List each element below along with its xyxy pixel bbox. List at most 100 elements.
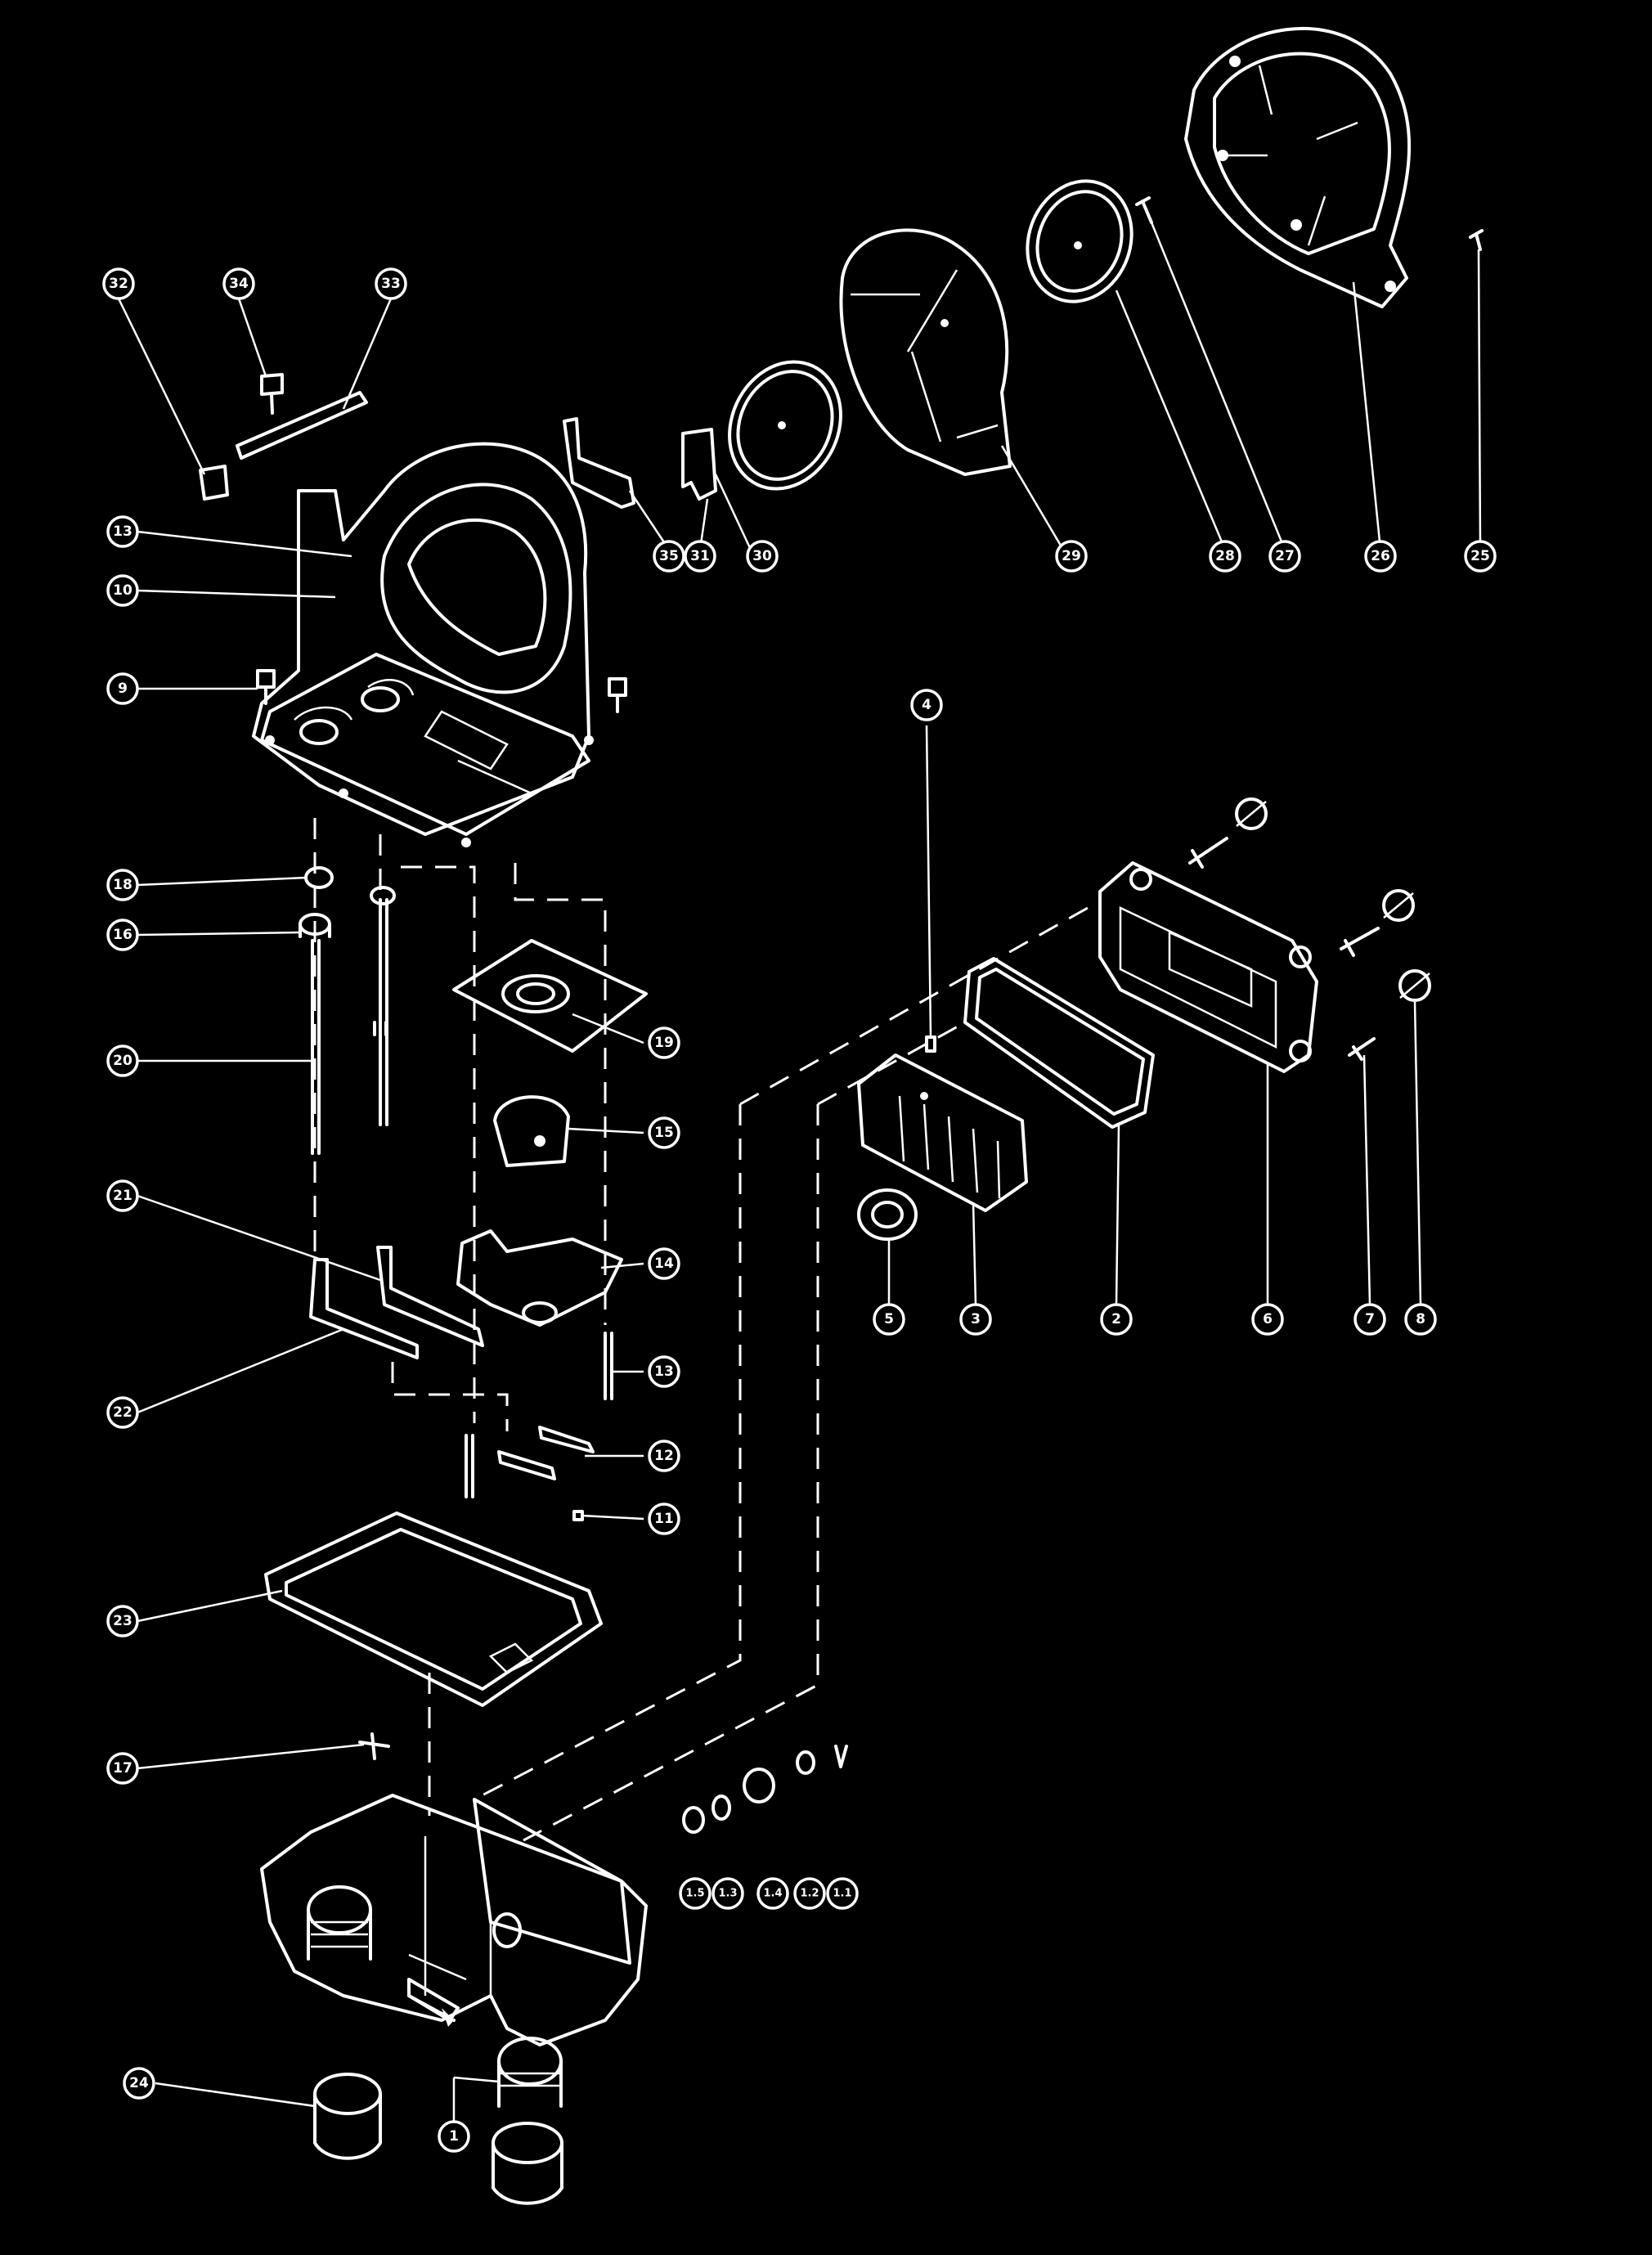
callout-label: 6 xyxy=(1263,1311,1273,1327)
part-coil-3 xyxy=(857,1053,1028,1212)
part-screw-housing xyxy=(373,1021,388,1036)
callout-11: 11 xyxy=(648,1503,680,1535)
callout-label: 12 xyxy=(654,1448,674,1464)
flow-arrow-icon xyxy=(407,1994,456,2027)
part-shaft-20 xyxy=(311,886,396,1155)
callout-1-3: 1.3 xyxy=(712,1877,744,1910)
callout-24: 24 xyxy=(123,2067,155,2100)
callout-label: 1.3 xyxy=(718,1888,737,1900)
callout-10: 10 xyxy=(106,574,139,607)
callout-7: 7 xyxy=(1353,1303,1386,1336)
callout-1-1: 1.1 xyxy=(826,1877,859,1910)
callout-label: 32 xyxy=(109,276,128,292)
callout-label: 21 xyxy=(113,1188,132,1204)
callout-16: 16 xyxy=(106,919,139,951)
part-link-pair xyxy=(497,1426,595,1480)
part-lever-22 xyxy=(309,1258,419,1359)
callout-label: 20 xyxy=(113,1053,132,1069)
callout-5: 5 xyxy=(873,1303,905,1336)
callout-label: 17 xyxy=(113,1760,132,1777)
callout-27: 27 xyxy=(1268,540,1301,573)
callout-9: 9 xyxy=(106,672,139,705)
callout-14: 14 xyxy=(648,1247,680,1280)
callout-26: 26 xyxy=(1364,540,1397,573)
part-screw-long xyxy=(465,1434,474,1498)
callout-2: 2 xyxy=(1100,1303,1133,1336)
part-body-12 xyxy=(493,1095,570,1167)
callout-label: 8 xyxy=(1416,1311,1425,1327)
callout-label: 13 xyxy=(113,523,132,540)
callout-4: 4 xyxy=(910,689,943,721)
callout-12: 12 xyxy=(648,1440,680,1472)
callout-label: 22 xyxy=(113,1404,132,1421)
callout-label: 23 xyxy=(113,1613,132,1629)
callout-label: 10 xyxy=(113,582,132,599)
part-small-1x xyxy=(682,1745,848,1834)
callout-label: 30 xyxy=(752,548,772,564)
callout-label: 28 xyxy=(1215,548,1235,564)
part-plate-19 xyxy=(452,939,648,1053)
callout-34: 34 xyxy=(222,267,255,300)
part-lever-35 xyxy=(563,417,635,509)
part-port-right xyxy=(497,2037,563,2108)
part-gasket-23 xyxy=(264,1512,603,1707)
part-screw-13 xyxy=(604,1332,613,1400)
callout-label: 15 xyxy=(654,1125,674,1141)
part-upper-housing xyxy=(252,442,594,847)
callout-label: 33 xyxy=(381,276,401,292)
assembly-lines xyxy=(313,818,1089,1842)
callout-13: 13 xyxy=(106,515,139,548)
callout-23: 23 xyxy=(106,1605,139,1637)
callout-label: 1.1 xyxy=(833,1888,851,1900)
callout-label: 1.4 xyxy=(763,1888,782,1900)
callout-label: 13 xyxy=(654,1363,674,1380)
callout-25: 25 xyxy=(1464,540,1497,573)
callout-1-5: 1.5 xyxy=(679,1877,712,1910)
callout-label: 18 xyxy=(113,877,132,893)
callout-3: 3 xyxy=(959,1303,992,1336)
callout-label: 27 xyxy=(1275,548,1295,564)
callout-1-2: 1.2 xyxy=(793,1877,826,1910)
callout-6: 6 xyxy=(1251,1303,1284,1336)
callout-label: 9 xyxy=(118,681,128,697)
callout-28: 28 xyxy=(1209,540,1241,573)
part-screws-9 xyxy=(256,669,627,713)
callout-label: 3 xyxy=(971,1311,981,1327)
callout-35: 35 xyxy=(653,540,685,573)
callout-31: 31 xyxy=(684,540,716,573)
callout-label: 1.2 xyxy=(800,1888,819,1900)
callout-label: 34 xyxy=(229,276,249,292)
part-main-body-1 xyxy=(260,1794,648,2046)
part-screw-27 xyxy=(1135,196,1153,224)
callout-label: 1.5 xyxy=(685,1888,704,1900)
part-seal-5 xyxy=(857,1188,918,1241)
part-screw-4 xyxy=(925,1035,936,1053)
part-screw-17 xyxy=(358,1732,390,1760)
callout-label: 1 xyxy=(449,2128,459,2145)
part-link-33 xyxy=(236,391,368,460)
callout-label: 19 xyxy=(654,1035,674,1051)
callout-13-lower: 13 xyxy=(648,1355,680,1388)
callout-label: 31 xyxy=(690,548,710,564)
callout-8: 8 xyxy=(1404,1303,1437,1336)
leader-lines xyxy=(117,222,1482,2122)
part-cap-right xyxy=(492,2122,563,2205)
part-gasket-2 xyxy=(963,957,1155,1129)
part-screw-34 xyxy=(260,373,284,415)
callout-30: 30 xyxy=(746,540,779,573)
callout-label: 14 xyxy=(654,1256,674,1272)
callout-29: 29 xyxy=(1055,540,1088,573)
part-port-left xyxy=(307,1885,372,1961)
part-cover-26 xyxy=(1184,26,1412,308)
part-screw-25 xyxy=(1469,229,1484,251)
callout-1: 1 xyxy=(438,2120,470,2153)
part-diaphragm-30 xyxy=(728,360,842,491)
callout-1-4: 1.4 xyxy=(756,1877,789,1910)
part-cover-6 xyxy=(1098,861,1318,1073)
part-cap-24 xyxy=(313,2073,382,2160)
callout-18: 18 xyxy=(106,869,139,901)
part-cap-32 xyxy=(199,465,229,501)
callout-label: 24 xyxy=(129,2075,149,2091)
part-washers-8 xyxy=(1235,797,1431,1002)
